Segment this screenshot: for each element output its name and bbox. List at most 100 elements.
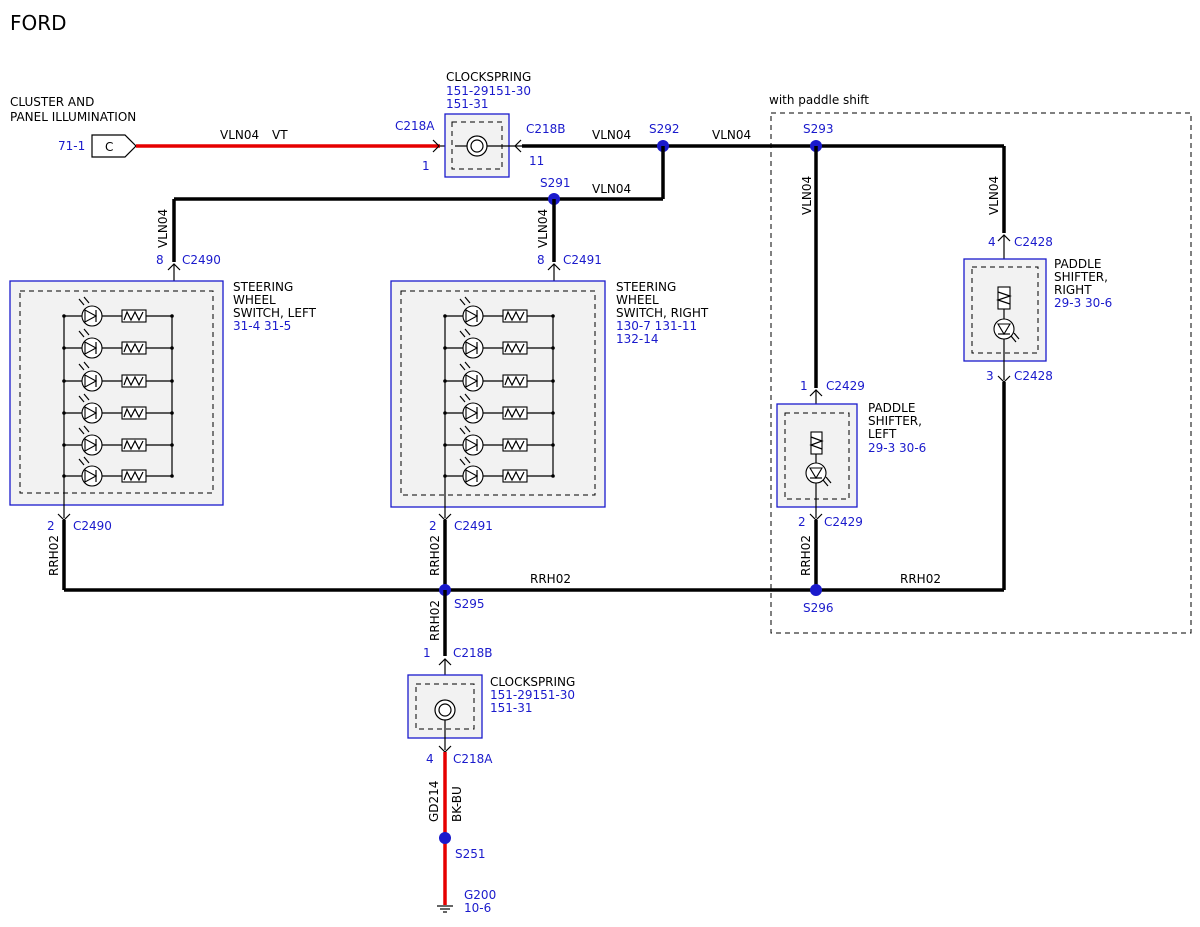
paddle-left-top-conn: C2429 <box>826 379 865 393</box>
switch-led-row <box>62 393 174 424</box>
sw-left-bottom-pin: 2 <box>47 519 55 533</box>
wire-label-rrh02-left: RRH02 <box>47 535 61 576</box>
sw-left-bottom-conn: C2490 <box>73 519 112 533</box>
wire-label-gd214: GD214 <box>427 781 441 822</box>
paddle-right-line3: RIGHT <box>1054 283 1092 297</box>
wire-label-bkbu: BK-BU <box>450 786 464 822</box>
wire-label-rrh02-bus-a: RRH02 <box>530 572 571 586</box>
paddle-right-line1: PADDLE <box>1054 257 1101 271</box>
clockspring-bottom-ref2: 151-31 <box>490 701 533 715</box>
sw-right-refs1: 130-7 131-11 <box>616 319 697 333</box>
wire-label-rrh02-bus-b: RRH02 <box>900 572 941 586</box>
wire-label-vln04-right: VLN04 <box>536 209 550 248</box>
switch-led-row <box>443 425 555 456</box>
splice-s251 <box>439 832 451 844</box>
wire-label-vln04-b: VLN04 <box>592 128 631 142</box>
steering-switch-left <box>9 263 224 521</box>
splice-s296 <box>810 584 822 596</box>
paddle-shift-area <box>770 112 1192 634</box>
paddle-right-top-pin: 4 <box>988 235 996 249</box>
clockspring-bottom-bottom-pin: 4 <box>426 752 434 766</box>
sw-left-top-pin: 8 <box>156 253 164 267</box>
clockspring-bottom-top-conn: C218B <box>453 646 493 660</box>
splice-s296-label: S296 <box>803 601 834 615</box>
paddle-left-bottom-conn: C2429 <box>824 515 863 529</box>
sw-left-refs: 31-4 31-5 <box>233 319 291 333</box>
wire-label-vln04-pr: VLN04 <box>987 176 1001 215</box>
wire-label-vln04-a: VLN04 <box>220 128 259 142</box>
splice-s292-label: S292 <box>649 122 680 136</box>
sw-left-line2: WHEEL <box>233 293 276 307</box>
clockspring-top <box>432 113 522 178</box>
paddle-left-line2: SHIFTER, <box>868 414 922 428</box>
splice-s291-label: S291 <box>540 176 571 190</box>
wire-label-vt: VT <box>272 128 288 142</box>
sw-right-line3: SWITCH, RIGHT <box>616 306 709 320</box>
wire-label-rrh02-down: RRH02 <box>428 600 442 641</box>
paddle-left-refs: 29-3 30-6 <box>868 441 926 455</box>
clockspring-top-left-conn: C218A <box>395 119 435 133</box>
cluster-connector-letter: C <box>105 140 113 154</box>
steering-switch-right <box>390 263 606 521</box>
splice-s293-label: S293 <box>803 122 834 136</box>
wire-label-vln04-left: VLN04 <box>156 209 170 248</box>
switch-led-row <box>62 328 174 359</box>
sw-right-line1: STEERING <box>616 280 676 294</box>
wire-label-rrh02-mid: RRH02 <box>428 535 442 576</box>
switch-led-row <box>62 361 174 392</box>
clockspring-top-right-pin: 11 <box>529 154 544 168</box>
wire-label-vln04-c: VLN04 <box>712 128 751 142</box>
paddle-left-line1: PADDLE <box>868 401 915 415</box>
paddle-shifter-left <box>776 389 858 521</box>
switch-led-row <box>62 456 174 487</box>
cluster-connector: C <box>91 134 137 158</box>
sw-left-top-conn: C2490 <box>182 253 221 267</box>
clockspring-bottom-bottom-conn: C218A <box>453 752 493 766</box>
sw-right-top-conn: C2491 <box>563 253 602 267</box>
paddle-right-line2: SHIFTER, <box>1054 270 1108 284</box>
cluster-label-line1: CLUSTER AND <box>10 95 94 109</box>
sw-right-refs2: 132-14 <box>616 332 659 346</box>
ground-name: G200 <box>464 888 496 902</box>
paddle-left-top-pin: 1 <box>800 379 808 393</box>
switch-led-row <box>62 296 174 327</box>
ground-ref: 10-6 <box>464 901 491 915</box>
switch-led-row <box>443 328 555 359</box>
ground-symbol <box>437 905 453 913</box>
paddle-right-refs: 29-3 30-6 <box>1054 296 1112 310</box>
sw-left-line1: STEERING <box>233 280 293 294</box>
paddle-left-line3: LEFT <box>868 427 897 441</box>
brand-title: FORD <box>10 11 67 35</box>
switch-led-row <box>62 425 174 456</box>
paddle-left-bottom-pin: 2 <box>798 515 806 529</box>
paddle-area-label: with paddle shift <box>769 93 869 107</box>
paddle-right-bottom-pin: 3 <box>986 369 994 383</box>
cluster-label-line2: PANEL ILLUMINATION <box>10 110 136 124</box>
switch-led-row <box>443 393 555 424</box>
clockspring-top-left-pin: 1 <box>422 159 430 173</box>
clockspring-top-ref2: 151-31 <box>446 97 489 111</box>
clockspring-top-title: CLOCKSPRING <box>446 70 531 84</box>
clockspring-bottom <box>407 658 483 753</box>
splice-s295-label: S295 <box>454 597 485 611</box>
switch-led-row <box>443 361 555 392</box>
sw-right-line2: WHEEL <box>616 293 659 307</box>
clockspring-top-ref1: 151-29151-30 <box>446 84 531 98</box>
paddle-shifter-right <box>963 234 1047 383</box>
sw-right-bottom-pin: 2 <box>429 519 437 533</box>
splice-s251-label: S251 <box>455 847 486 861</box>
switch-led-row <box>443 456 555 487</box>
wire-label-vln04-d: VLN04 <box>592 182 631 196</box>
wire-label-vln04-pl: VLN04 <box>800 176 814 215</box>
clockspring-bottom-top-pin: 1 <box>423 646 431 660</box>
sw-left-line3: SWITCH, LEFT <box>233 306 317 320</box>
paddle-right-top-conn: C2428 <box>1014 235 1053 249</box>
wire-label-rrh02-pl: RRH02 <box>799 535 813 576</box>
sw-right-top-pin: 8 <box>537 253 545 267</box>
clockspring-top-right-conn: C218B <box>526 122 566 136</box>
cluster-ref: 71-1 <box>58 139 85 153</box>
switch-led-row <box>443 296 555 327</box>
paddle-right-bottom-conn: C2428 <box>1014 369 1053 383</box>
clockspring-bottom-ref1: 151-29151-30 <box>490 688 575 702</box>
